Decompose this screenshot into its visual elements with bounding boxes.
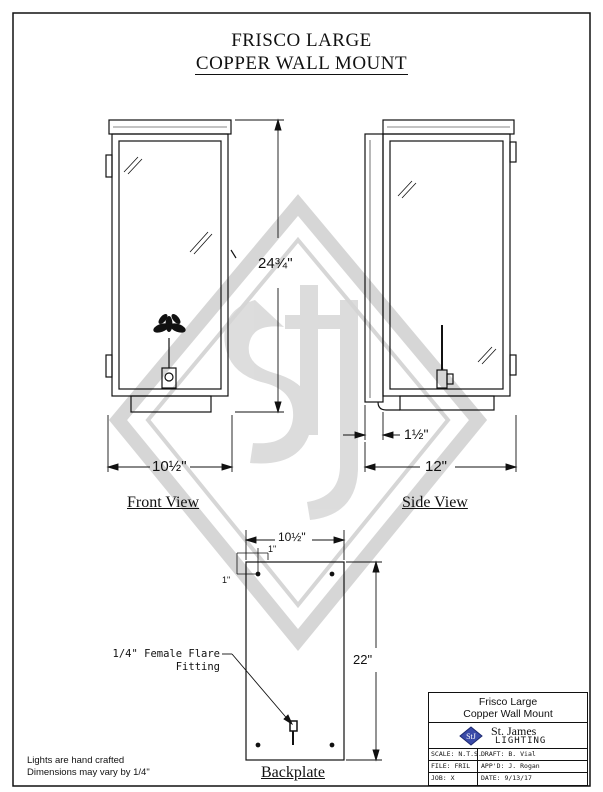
- fitting-callout-line2: Fitting: [175, 661, 220, 673]
- notes: Lights are hand crafted Dimensions may v…: [27, 755, 150, 779]
- front-view-drawing: [105, 119, 237, 413]
- backplate-label: Backplate: [261, 764, 325, 781]
- title-block-product-line2: Copper Wall Mount: [463, 708, 553, 720]
- front-view-label: Front View: [127, 494, 200, 511]
- title-block-job: JOB: X: [431, 774, 455, 782]
- drawing-title-line2: COPPER WALL MOUNT: [0, 53, 603, 75]
- drawing-title-underlined: COPPER WALL MOUNT: [194, 53, 409, 75]
- backplate-hole-x-label: 1": [268, 544, 277, 554]
- note-line1: Lights are hand crafted: [27, 755, 125, 766]
- side-view-drawing: [364, 119, 517, 411]
- note-line2: Dimensions may vary by 1/4": [27, 767, 150, 778]
- title-block-company-sub: LIGHTING: [495, 736, 547, 746]
- title-block-divider: [429, 772, 587, 773]
- backplate-height-label: 22": [353, 652, 373, 667]
- side-depth-dimension: [363, 415, 518, 472]
- title-block-approved: APP'D: J. Rogan: [481, 762, 540, 770]
- title-block-scale: SCALE: N.T.S.: [431, 750, 482, 758]
- title-block-file: FILE: FRIL: [431, 762, 471, 770]
- backplate-width-label: 10½": [278, 530, 306, 544]
- fitting-leader: [222, 653, 294, 726]
- title-block: Frisco Large Copper Wall Mount StJ St. J…: [428, 692, 588, 786]
- title-block-divider: [429, 760, 587, 761]
- backplate-hole-y-label: 1": [222, 575, 231, 585]
- side-view-label: Side View: [402, 494, 468, 511]
- side-depth-label: 12": [425, 458, 448, 475]
- st-james-logo-icon: StJ: [459, 726, 483, 746]
- fitting-callout: 1/4" Female Flare Fitting: [108, 648, 220, 674]
- front-height-label: 24¾": [258, 255, 293, 272]
- title-block-product-line1: Frisco Large: [478, 696, 538, 708]
- backplate-width-dimension: [244, 530, 346, 560]
- title-block-date: DATE: 9/13/17: [481, 774, 532, 782]
- title-block-divider: [429, 722, 587, 723]
- title-block-divider: [429, 748, 587, 749]
- backplate-hole-dimension: [236, 548, 269, 575]
- side-offset-label: 1½": [404, 426, 429, 442]
- logo-letters: StJ: [466, 732, 476, 741]
- watermark-monogram: [224, 285, 358, 520]
- title-block-vertical-divider: [477, 748, 478, 785]
- title-block-draft: DRAFT: B. Vial: [481, 750, 536, 758]
- fitting-callout-line1: 1/4" Female Flare: [112, 648, 220, 660]
- backplate-height-dimension: [346, 560, 382, 762]
- front-flame-icon: [153, 314, 186, 333]
- title-block-product: Frisco Large Copper Wall Mount: [429, 696, 587, 720]
- front-width-dimension: [106, 415, 234, 472]
- sheet-border: [12, 12, 591, 787]
- drawing-title-line1: FRISCO LARGE: [231, 30, 372, 51]
- front-height-dimension: [235, 118, 284, 414]
- front-width-label: 10½": [152, 458, 187, 475]
- title-block-company: St. James: [491, 724, 537, 738]
- watermark: [108, 194, 488, 652]
- side-offset-dimension: [343, 405, 400, 440]
